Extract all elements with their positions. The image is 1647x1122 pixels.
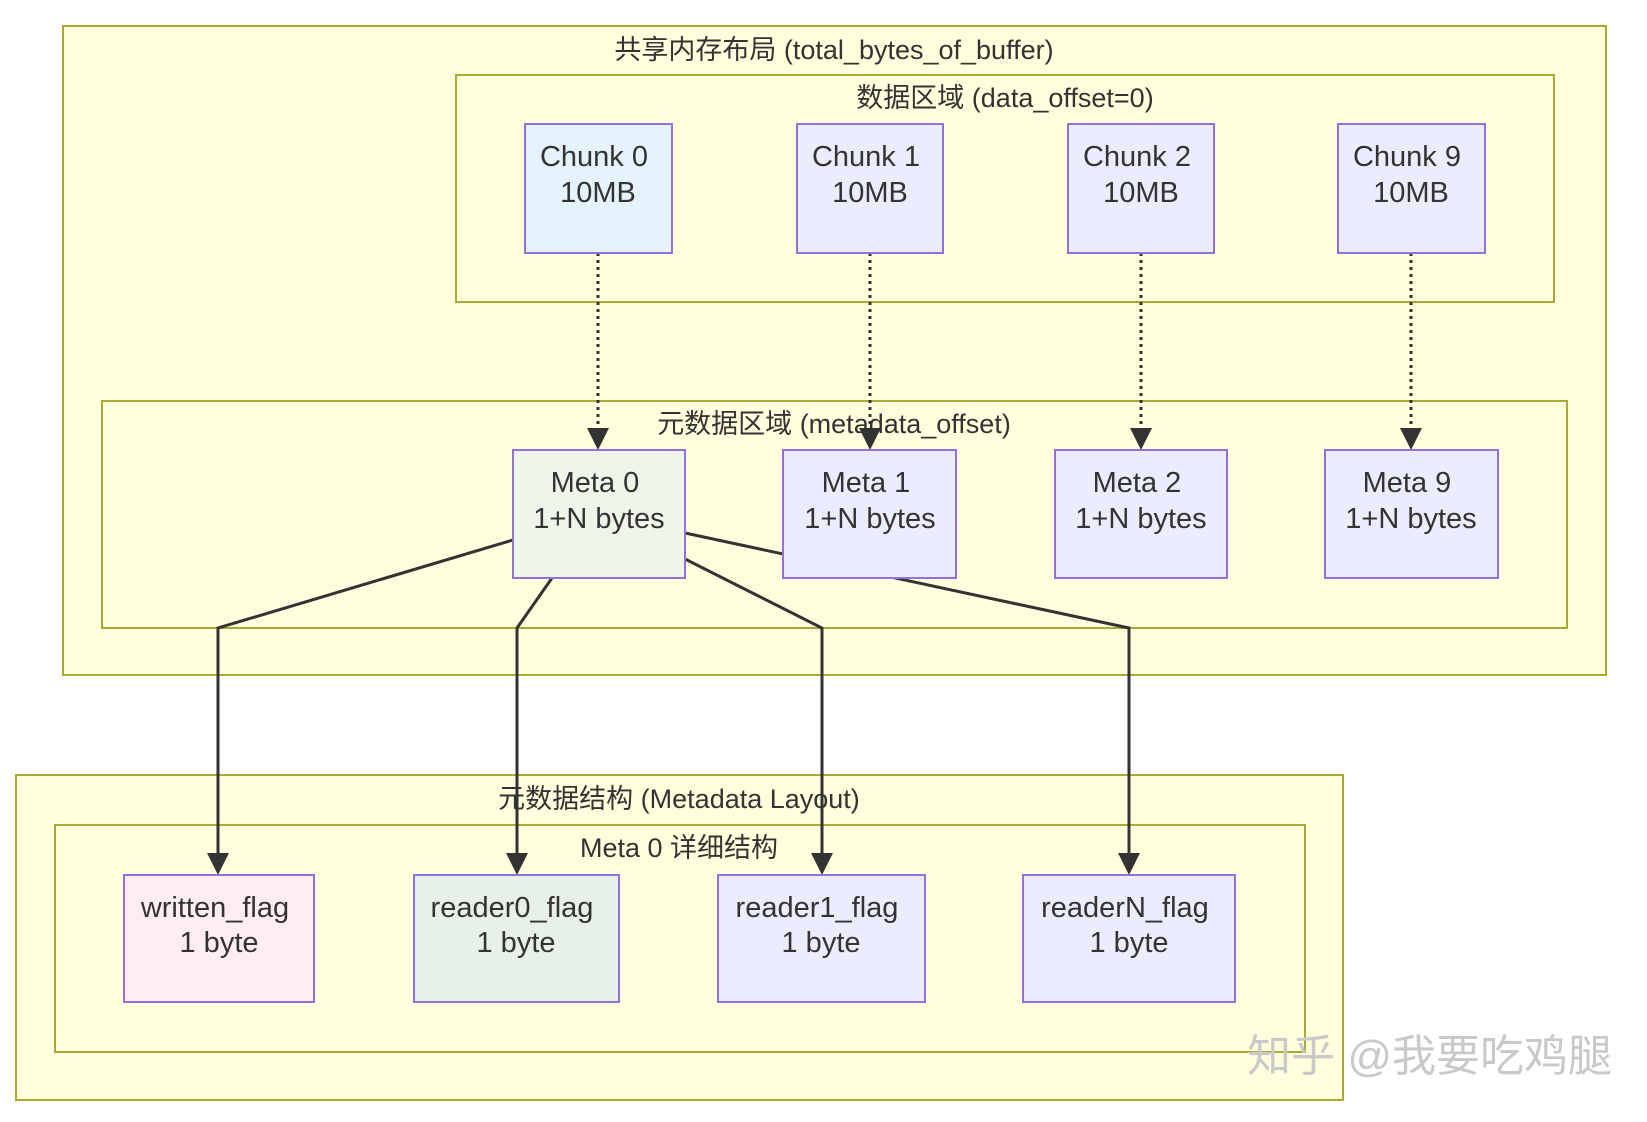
meta-node: Meta 2 1+N bytes	[1054, 449, 1228, 579]
meta-name: Meta 9	[1363, 467, 1452, 499]
arrowhead-chunk2-meta2	[1130, 428, 1152, 450]
chunk-size: 10MB	[1103, 177, 1179, 209]
chunk-name: Chunk 2	[1083, 141, 1191, 173]
meta-size: 1+N bytes	[1075, 503, 1206, 535]
field-node-box	[1022, 874, 1236, 1003]
arrowhead-chunk9-meta9	[1400, 428, 1422, 450]
field-name: readerN_flag	[1041, 892, 1209, 924]
chunk-node: Chunk 9 10MB	[1337, 123, 1486, 254]
chunk-size: 10MB	[1373, 177, 1449, 209]
chunk-node-label: Chunk 2 10MB	[1083, 141, 1199, 209]
chunk-node: Chunk 1 10MB	[796, 123, 944, 254]
meta-node-box	[1054, 449, 1228, 579]
meta-node: Meta 0 1+N bytes	[512, 449, 686, 579]
chunk-node-box	[524, 123, 673, 254]
edge-meta0-reader1-flag	[684, 557, 824, 853]
meta-node-box	[782, 449, 957, 579]
meta-name: Meta 1	[822, 467, 911, 499]
chunk-node-box	[796, 123, 944, 254]
meta-name: Meta 0	[551, 467, 640, 499]
field-name: reader0_flag	[431, 892, 594, 924]
chunk-name: Chunk 0	[540, 141, 648, 173]
field-node-box	[413, 874, 620, 1003]
meta-node: Meta 1 1+N bytes	[782, 449, 957, 579]
meta0-detail-cluster-title: Meta 0 详细结构	[580, 833, 778, 863]
arrowhead-meta0-reader1-flag	[811, 853, 833, 875]
watermark: 知乎 @我要吃鸡腿	[1247, 1032, 1612, 1081]
chunk-name: Chunk 9	[1353, 141, 1461, 173]
field-size: 1 byte	[782, 927, 861, 959]
meta-node-label: Meta 0 1+N bytes	[533, 467, 664, 535]
arrowhead-chunk0-meta0	[587, 428, 609, 450]
meta-node-label: Meta 2 1+N bytes	[1075, 467, 1206, 535]
meta-node-box	[512, 449, 686, 579]
arrowhead-meta0-reader0-flag	[506, 853, 528, 875]
edge-meta0-written-flag	[216, 538, 514, 853]
arrowhead-meta0-readern-flag	[1118, 853, 1140, 875]
field-size: 1 byte	[477, 927, 556, 959]
data-region-cluster-title: 数据区域 (data_offset=0)	[856, 83, 1153, 113]
edge-meta0-reader0-flag	[515, 577, 554, 853]
shared-memory-cluster-title: 共享内存布局 (total_bytes_of_buffer)	[614, 35, 1053, 65]
metadata-region-cluster-title: 元数据区域 (metadata_offset)	[657, 409, 1011, 439]
chunk-node: Chunk 2 10MB	[1067, 123, 1215, 254]
meta-name: Meta 2	[1093, 467, 1182, 499]
field-node-box	[123, 874, 315, 1003]
metadata-layout-cluster-title: 元数据结构 (Metadata Layout)	[498, 784, 860, 814]
field-node-label: written_flag 1 byte	[140, 892, 297, 959]
chunk-node: Chunk 0 10MB	[524, 123, 673, 254]
meta-node-label: Meta 9 1+N bytes	[1345, 467, 1476, 535]
chunk-node-box	[1067, 123, 1215, 254]
field-node-box	[717, 874, 926, 1003]
meta-size: 1+N bytes	[1345, 503, 1476, 535]
field-node-label: reader0_flag 1 byte	[431, 892, 602, 959]
meta-size: 1+N bytes	[533, 503, 664, 535]
chunk-size: 10MB	[832, 177, 908, 209]
field-node-label: reader1_flag 1 byte	[736, 892, 907, 959]
arrowhead-meta0-written-flag	[207, 853, 229, 875]
field-name: reader1_flag	[736, 892, 899, 924]
chunk-name: Chunk 1	[812, 141, 920, 173]
meta-node-box	[1324, 449, 1499, 579]
field-name: written_flag	[140, 892, 289, 924]
arrowhead-chunk1-meta1	[859, 428, 881, 450]
meta-node-label: Meta 1 1+N bytes	[804, 467, 935, 535]
field-node: reader1_flag 1 byte	[717, 874, 926, 1003]
chunk-node-label: Chunk 9 10MB	[1353, 141, 1469, 209]
field-node: readerN_flag 1 byte	[1022, 874, 1236, 1003]
chunk-node-box	[1337, 123, 1486, 254]
field-size: 1 byte	[180, 927, 259, 959]
chunk-size: 10MB	[560, 177, 636, 209]
meta-size: 1+N bytes	[804, 503, 935, 535]
field-node: reader0_flag 1 byte	[413, 874, 620, 1003]
field-node: written_flag 1 byte	[123, 874, 315, 1003]
field-node-label: readerN_flag 1 byte	[1041, 892, 1217, 959]
meta-node: Meta 9 1+N bytes	[1324, 449, 1499, 579]
chunk-node-label: Chunk 1 10MB	[812, 141, 928, 209]
chunk-node-label: Chunk 0 10MB	[540, 141, 656, 209]
field-size: 1 byte	[1090, 927, 1169, 959]
